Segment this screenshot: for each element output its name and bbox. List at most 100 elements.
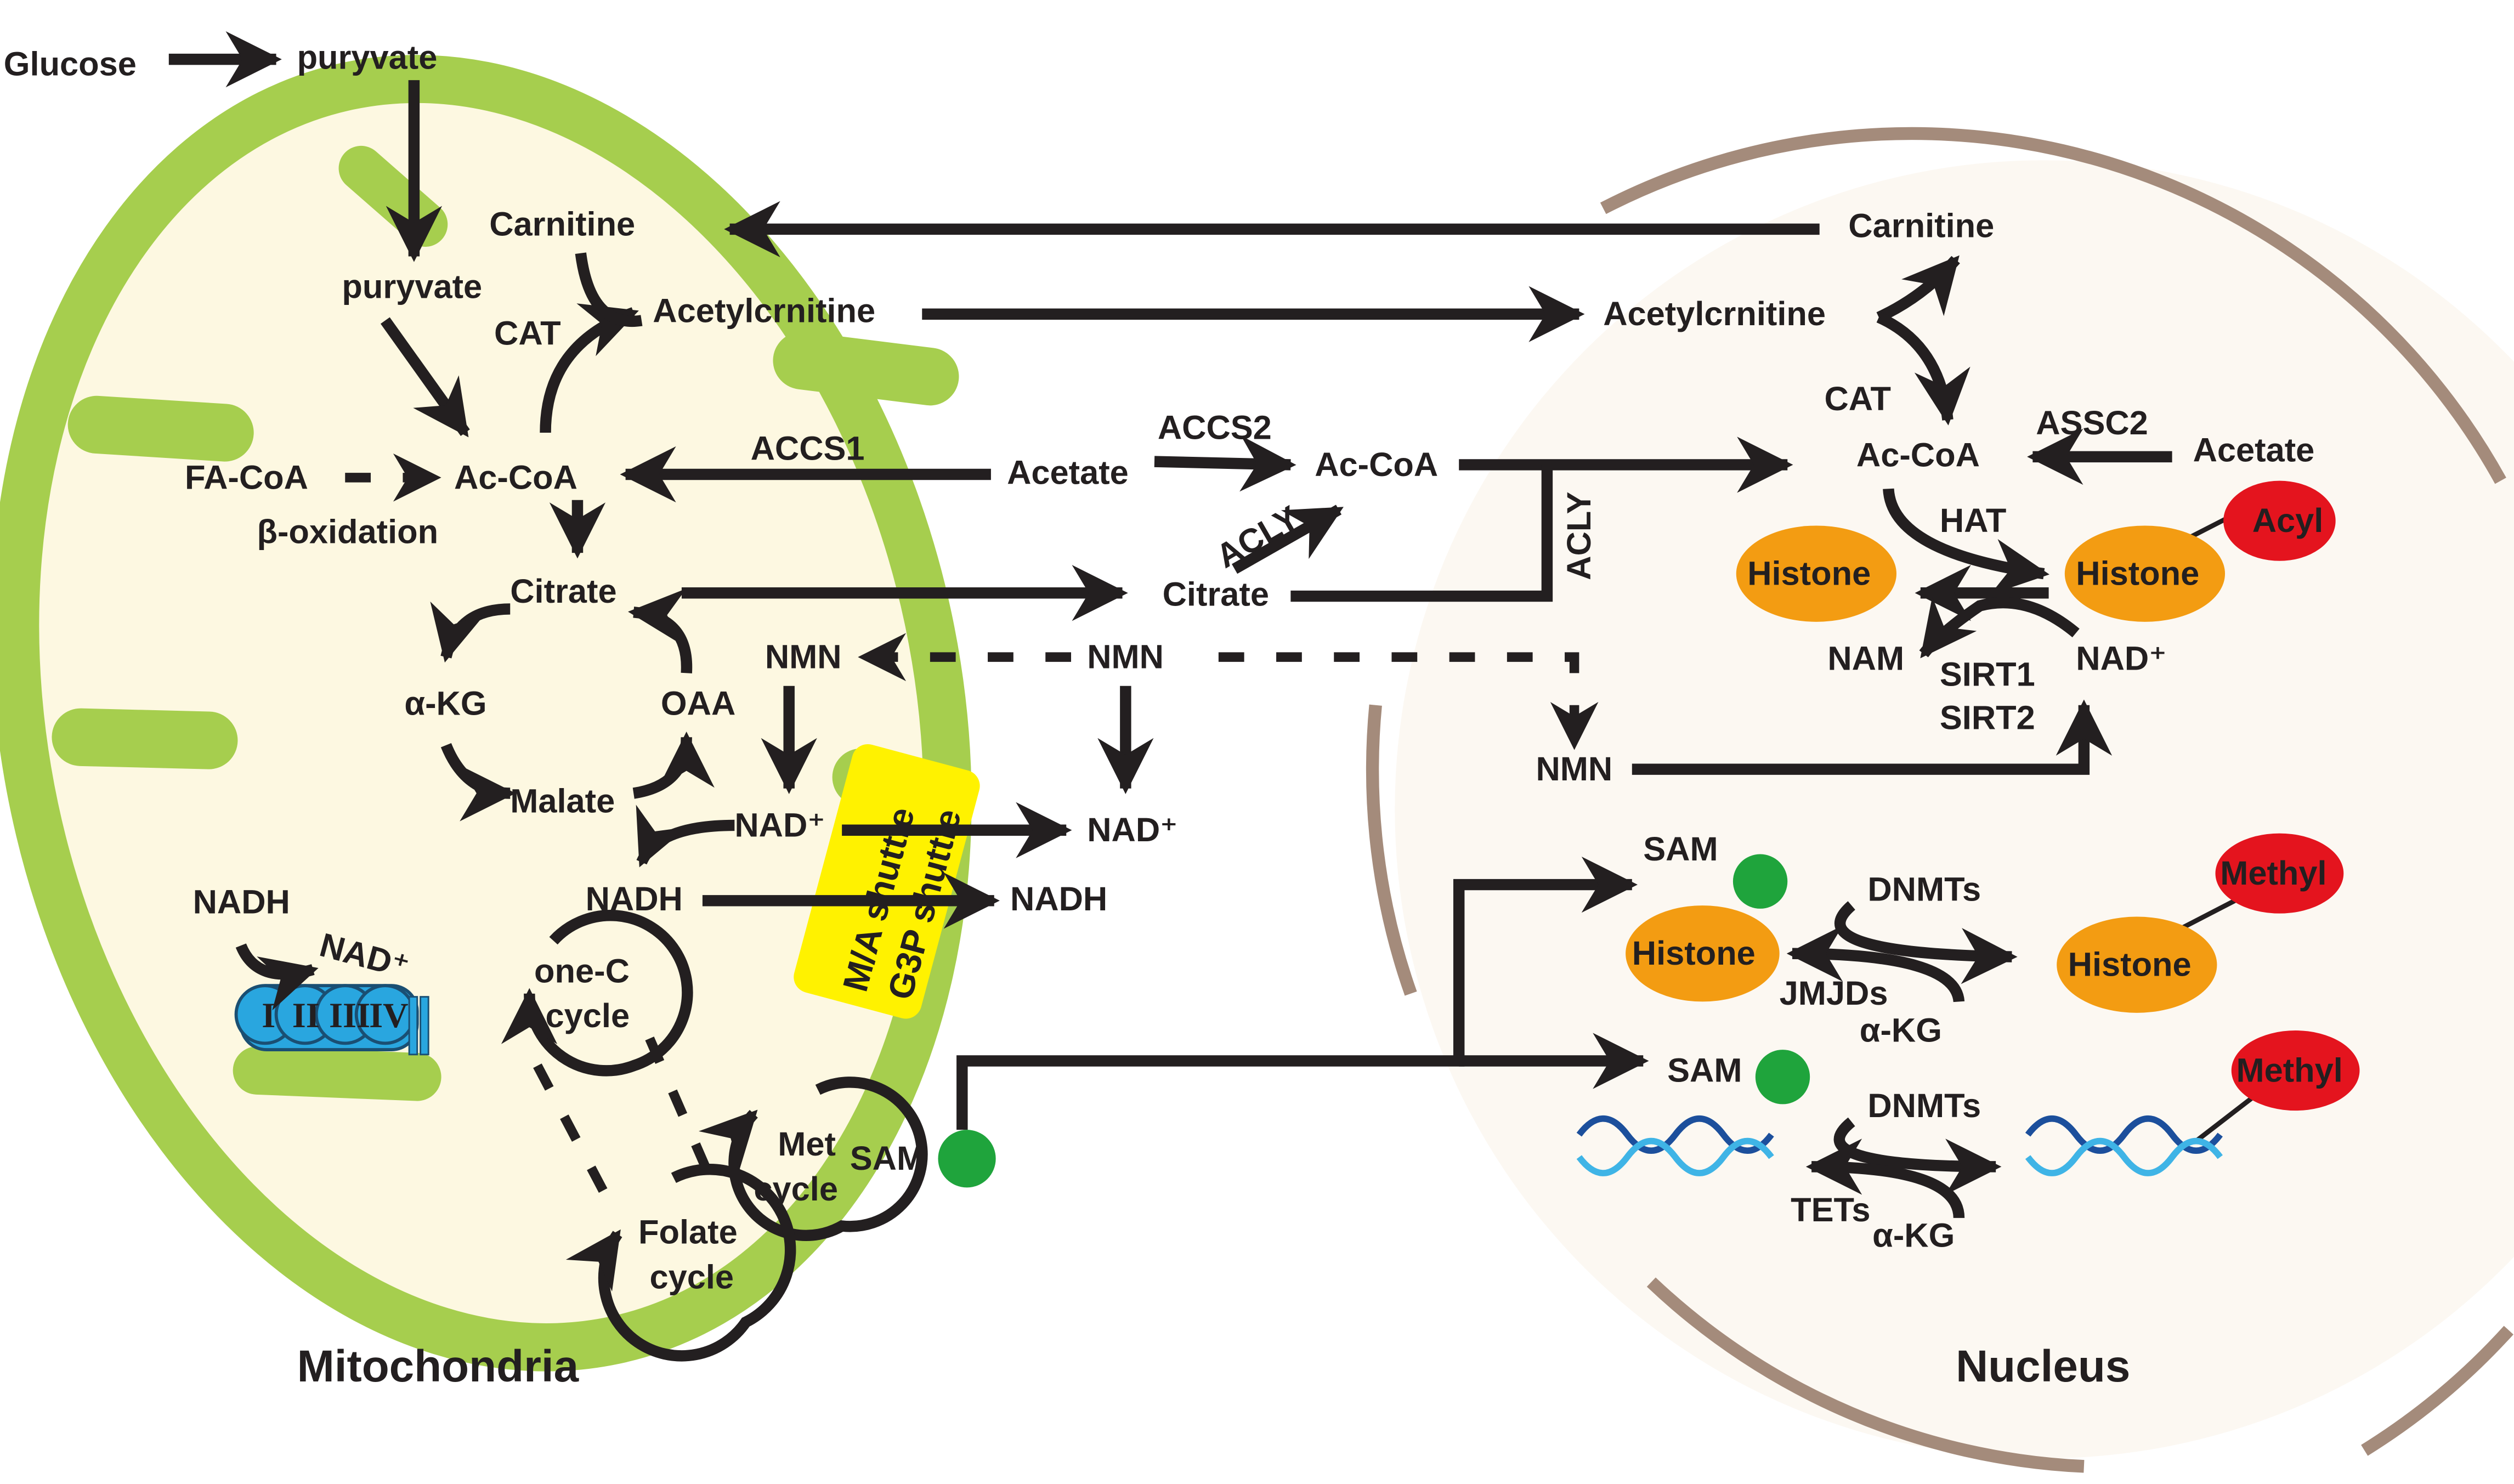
label-sam-1: SAM	[1643, 830, 1718, 868]
label-puryvate-top: puryvate	[297, 39, 438, 77]
nucleus-envelope-left	[1366, 704, 1417, 996]
label-citrate-cyto: Citrate	[1163, 576, 1269, 614]
labels: Glucose puryvate puryvate Carnitine CAT …	[4, 39, 2343, 1391]
label-nadh-mito: NADH	[586, 880, 683, 918]
label-akg-1: α-KG	[1860, 1011, 1942, 1049]
etc-complexes: I II III IV	[234, 984, 429, 1056]
crista	[773, 331, 959, 406]
label-dnmts-1: DNMTs	[1867, 870, 1981, 908]
arrow-jmjds	[1786, 925, 1965, 1002]
label-nad-cyto: NAD⁺	[1087, 811, 1177, 849]
title-mitochondria: Mitochondria	[297, 1341, 580, 1391]
dna-strands	[1576, 1115, 2223, 1176]
label-accs2: ACCS2	[1158, 409, 1272, 447]
sam-dot-2	[1755, 1050, 1810, 1104]
link-onec-met	[645, 1036, 718, 1188]
label-acly-1: ACLY	[1210, 499, 1305, 575]
arrow-oaa-citrate	[628, 588, 693, 673]
label-nadh-cyto: NADH	[1010, 880, 1107, 918]
label-akg-mito: α-KG	[404, 684, 486, 722]
title-nucleus: Nucleus	[1956, 1341, 2130, 1391]
nucleus-body	[1395, 160, 2514, 1458]
label-nam: NAM	[1827, 639, 1904, 677]
shapes	[938, 480, 2360, 1188]
label-sirt1: SIRT1	[1940, 656, 2035, 694]
label-met-cycle: cycle	[754, 1170, 838, 1208]
label-acetylcarnitine-mito: Acetylcrnitine	[653, 292, 875, 330]
label-nmn-nuc: NMN	[1536, 750, 1612, 788]
histone-4	[2057, 916, 2217, 1013]
crista	[67, 395, 254, 462]
bond-methyl-2	[2194, 1096, 2254, 1143]
arrow-dnmts-histone	[1834, 901, 2018, 984]
label-beta-oxidation: β-oxidation	[257, 513, 439, 551]
label-methyl-2: Methyl	[2236, 1052, 2342, 1090]
label-glucose: Glucose	[4, 45, 137, 83]
folate-cycle-ring	[565, 1164, 796, 1362]
crista	[233, 1046, 441, 1101]
arrow-carnitine-cat	[575, 252, 643, 327]
shuttle-badge	[794, 744, 980, 1019]
label-carnitine-mito: Carnitine	[489, 206, 635, 243]
label-acetylcarnitine-nuc: Acetylcrnitine	[1603, 295, 1826, 333]
arrow-citrate-akg	[430, 601, 511, 663]
label-histone-1: Histone	[1747, 555, 1871, 593]
label-acetate-nuc: Acetate	[2193, 432, 2315, 469]
label-malate: Malate	[510, 783, 615, 820]
crista	[52, 708, 238, 769]
nucleus-envelope-right	[2361, 1326, 2513, 1456]
label-nmn-cyto: NMN	[1087, 638, 1164, 676]
histone-2	[2064, 525, 2226, 622]
one-c-cycle-ring	[501, 910, 693, 1077]
label-accoa-mito: Ac-CoA	[454, 458, 577, 496]
label-accoa-cyto: Ac-CoA	[1315, 446, 1438, 484]
label-cat-mito: CAT	[494, 314, 561, 352]
label-folate-cycle: cycle	[649, 1258, 734, 1296]
label-carnitine-nuc: Carnitine	[1848, 207, 1994, 245]
label-citrate-mito: Citrate	[510, 573, 616, 610]
acyl-mark	[2223, 480, 2336, 561]
histone-3	[1626, 905, 1780, 1002]
methyl-mark-2	[2231, 1030, 2360, 1111]
arrows	[168, 31, 2254, 1219]
label-accs1: ACCS1	[751, 430, 865, 468]
label-nmn-mito: NMN	[765, 638, 842, 676]
arrow-tets	[1805, 1139, 1965, 1219]
label-histone-2: Histone	[2076, 555, 2199, 593]
label-dnmts-2: DNMTs	[1867, 1087, 1981, 1125]
arrow-akg-malate	[440, 743, 516, 822]
methyl-mark-1	[2215, 833, 2344, 914]
label-nad-nuc: NAD⁺	[2076, 639, 2166, 677]
histone-1	[1736, 525, 1896, 622]
arrow-hat	[1883, 488, 2049, 595]
label-nadh-chain: NADH	[193, 883, 290, 921]
arrow-nadh-nad-chain	[235, 943, 319, 1011]
arrow-acetylcarnitine-carnitine	[1876, 255, 1960, 322]
complex-iii-label: III	[329, 996, 370, 1035]
label-histone-3: Histone	[1632, 934, 1756, 972]
complex-iv-label: IV	[369, 996, 408, 1035]
label-nad-mito: NAD⁺	[734, 806, 825, 844]
label-acyl: Acyl	[2252, 502, 2324, 540]
complex-i-label: I	[262, 996, 275, 1035]
cycles	[501, 910, 928, 1362]
label-cat-nuc: CAT	[1824, 380, 1891, 418]
dna-methylated	[2025, 1115, 2223, 1154]
label-one-c-cycle: cycle	[546, 997, 630, 1035]
label-akg-2: α-KG	[1872, 1217, 1955, 1255]
label-jmjds: JMJDs	[1780, 975, 1888, 1012]
nucleus-envelope-top	[1600, 127, 2506, 484]
dna-unmethylated	[1576, 1137, 1774, 1176]
arrow-nad-nam	[1919, 597, 2080, 659]
arrow-acly	[1232, 505, 1344, 574]
sam-dot-1	[1732, 854, 1788, 909]
sam-dot-mito	[938, 1130, 996, 1188]
label-folate: Folate	[638, 1214, 738, 1251]
label-assc2: ASSC2	[2036, 404, 2148, 442]
arrow-accs2	[1154, 435, 1296, 492]
label-acly-2: ACLY	[1560, 491, 1598, 580]
arrow-malate-oaa	[632, 732, 715, 799]
nucleus-envelope-bottom	[1646, 1277, 2085, 1473]
label-oaa: OAA	[661, 684, 735, 722]
label-histone-4: Histone	[2068, 946, 2192, 984]
